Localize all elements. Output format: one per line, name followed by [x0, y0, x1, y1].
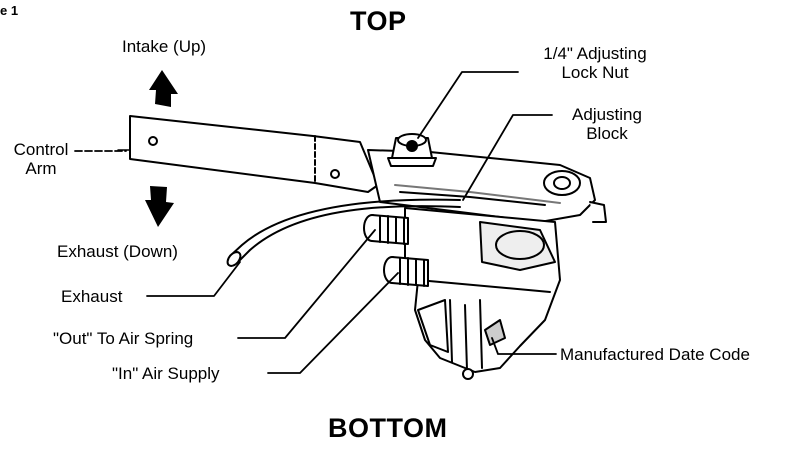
lock-nut-label-line2: Lock Nut: [561, 63, 629, 82]
control-arm-label: Control Arm: [8, 140, 74, 178]
in-fitting: [383, 256, 429, 287]
leader-lock-nut: [417, 71, 519, 139]
leader-in-air-supply: [267, 272, 399, 374]
control-arm-slot: [330, 169, 340, 179]
valve-drain: [462, 368, 474, 380]
intake-up-label: Intake (Up): [122, 37, 207, 56]
lock-nut-label: 1/4" Adjusting Lock Nut: [510, 44, 680, 82]
exhaust-down-arrow-icon: [145, 186, 174, 227]
leader-out-air-spring: [237, 229, 376, 339]
manufactured-date-code-label: Manufactured Date Code: [560, 345, 750, 364]
control-arm-hole: [148, 136, 158, 146]
pivot-bolt-inner: [553, 176, 571, 190]
out-fitting: [363, 214, 409, 245]
adjusting-block-label-line2: Block: [586, 124, 628, 143]
control-arm-outline: [129, 115, 379, 193]
bottom-orientation-label: BOTTOM: [328, 413, 448, 443]
valve-body-seam: [417, 279, 551, 293]
lock-nut-washer: [387, 157, 437, 167]
control-arm-label-line1: Control: [13, 140, 69, 159]
adjusting-block-shadow: [394, 184, 561, 204]
valve-port-ring: [495, 230, 545, 260]
exhaust-down-label: Exhaust (Down): [57, 242, 178, 261]
adjusting-block-inner: [399, 191, 546, 206]
in-air-supply-label: "In" Air Supply: [112, 364, 220, 383]
adjusting-block-label-line1: Adjusting: [572, 105, 642, 124]
pivot-bolt: [543, 170, 581, 196]
exhaust-tube: [237, 205, 461, 263]
leader-lines: [74, 71, 557, 374]
valve-body-ribs: [449, 299, 483, 371]
figure-label: e 1: [0, 3, 19, 18]
leader-adjusting-block: [462, 114, 553, 201]
lock-nut-label-line1: 1/4" Adjusting: [543, 44, 647, 63]
exhaust-tube-inner: [229, 198, 461, 257]
exhaust-tube-end: [226, 251, 242, 267]
leader-exhaust: [146, 261, 241, 297]
leader-date-code: [491, 337, 557, 355]
intake-up-arrow-icon: [149, 70, 178, 107]
pivot-tab: [589, 201, 607, 223]
top-orientation-label: TOP: [350, 6, 407, 36]
exhaust-label: Exhaust: [61, 287, 123, 306]
date-code-stamp: [484, 319, 506, 346]
valve-body-lower-lobe: [417, 299, 449, 353]
out-to-air-spring-label: "Out" To Air Spring: [53, 329, 194, 348]
control-arm-label-line2: Arm: [25, 159, 57, 178]
lock-nut-stud: [406, 140, 418, 152]
adjusting-block-label: Adjusting Block: [552, 105, 662, 143]
